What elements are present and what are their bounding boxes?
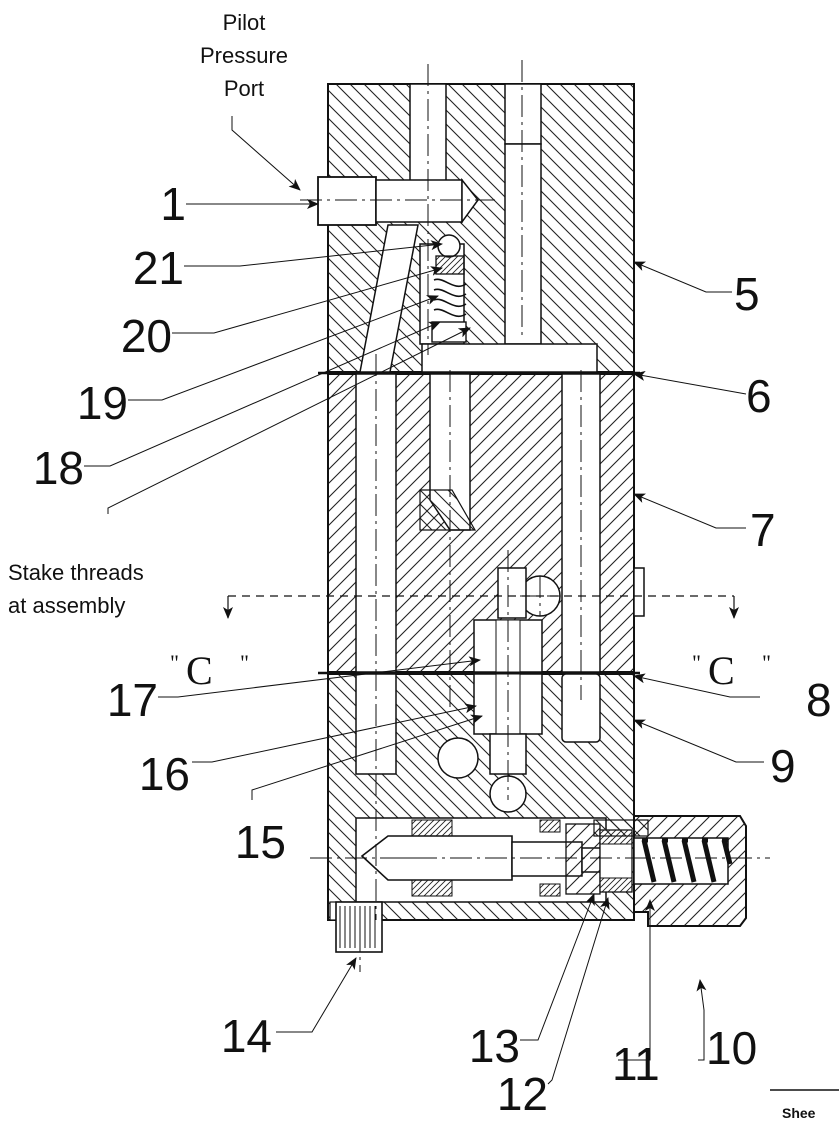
callout-numbers: 1 21 20 19 18 5 6 7 17 16 15 8 9 14 13 1… <box>33 178 832 1120</box>
callout-19: 19 <box>77 377 128 429</box>
section-c-right-quote-close: " <box>762 650 771 675</box>
section-c-right-quote-open: " <box>692 650 701 675</box>
sheet-label-cropped: Shee <box>782 1105 816 1121</box>
section-cut-c: " C " " C " <box>170 595 771 693</box>
middle-block <box>327 373 645 673</box>
sheet-corner: Shee <box>770 1089 839 1121</box>
callout-8: 8 <box>806 674 832 726</box>
leader-lines <box>84 116 764 1085</box>
callout-15: 15 <box>235 816 286 868</box>
section-c-left-quote-close: " <box>240 650 249 675</box>
callout-6: 6 <box>746 370 772 422</box>
section-c-left-quote-open: " <box>170 650 179 675</box>
callout-20: 20 <box>121 310 172 362</box>
callout-12: 12 <box>497 1068 548 1120</box>
stake-label-line1: Stake threads <box>8 560 144 585</box>
callout-7: 7 <box>750 504 776 556</box>
callout-14: 14 <box>221 1010 272 1062</box>
pilot-label-line3: Port <box>224 76 264 101</box>
section-c-left-letter: C <box>186 648 213 693</box>
callout-13: 13 <box>469 1020 520 1072</box>
callout-16: 16 <box>139 748 190 800</box>
callout-17: 17 <box>107 674 158 726</box>
pilot-label-line2: Pressure <box>200 43 288 68</box>
callout-21: 21 <box>133 242 184 294</box>
callout-10: 10 <box>706 1022 757 1074</box>
pilot-relief-parts <box>431 234 467 343</box>
text-labels: Pilot Pressure Port Stake threads at ass… <box>8 10 288 618</box>
stake-label-line2: at assembly <box>8 593 125 618</box>
callout-11: 11 <box>612 1038 660 1090</box>
callout-18: 18 <box>33 442 84 494</box>
spring-housing <box>593 815 747 927</box>
callout-9: 9 <box>770 740 796 792</box>
spool-assembly <box>335 819 649 953</box>
pilot-label-line1: Pilot <box>223 10 266 35</box>
callout-5: 5 <box>734 268 760 320</box>
top-block <box>317 83 635 373</box>
callout-1: 1 <box>160 178 186 230</box>
section-c-right-letter: C <box>708 648 735 693</box>
center-lines <box>300 60 770 972</box>
